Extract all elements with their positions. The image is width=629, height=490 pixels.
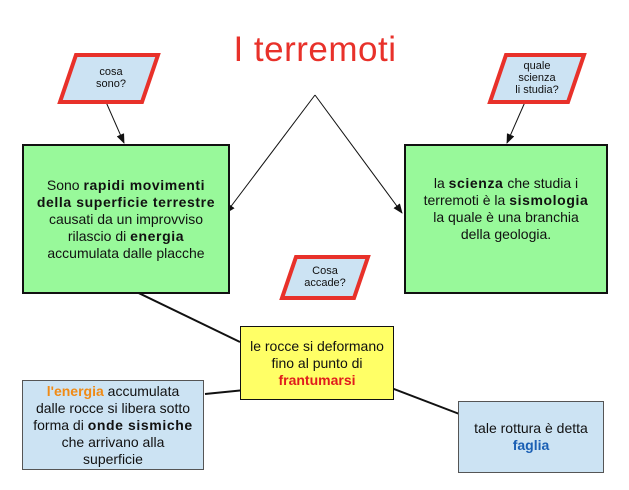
arrow-science-question <box>506 101 526 144</box>
question-what: cosa sono? <box>96 66 126 90</box>
question-happens: Cosa accade? <box>304 265 346 289</box>
science-box: la scienza che studia i terremoti è la s… <box>404 144 608 294</box>
arrow-what-question <box>105 101 125 144</box>
question-shape-happens <box>279 255 371 300</box>
arrow-title-to-science <box>314 94 403 214</box>
fault-box: tale rottura è detta faglia <box>458 401 604 473</box>
energy-box: l'energia accumulata dalle rocce si libe… <box>22 380 204 470</box>
question-science: quale scienza li studia? <box>515 60 559 96</box>
arrow-title-to-definition <box>225 94 316 214</box>
question-shape-science <box>487 53 587 104</box>
rocks-box: le rocce si deformano fino al punto di f… <box>240 326 394 400</box>
question-shape-what <box>57 53 161 104</box>
diagram-title: I terremoti <box>233 30 397 69</box>
definition-box: Sono rapidi movimenti della superficie t… <box>22 144 230 294</box>
